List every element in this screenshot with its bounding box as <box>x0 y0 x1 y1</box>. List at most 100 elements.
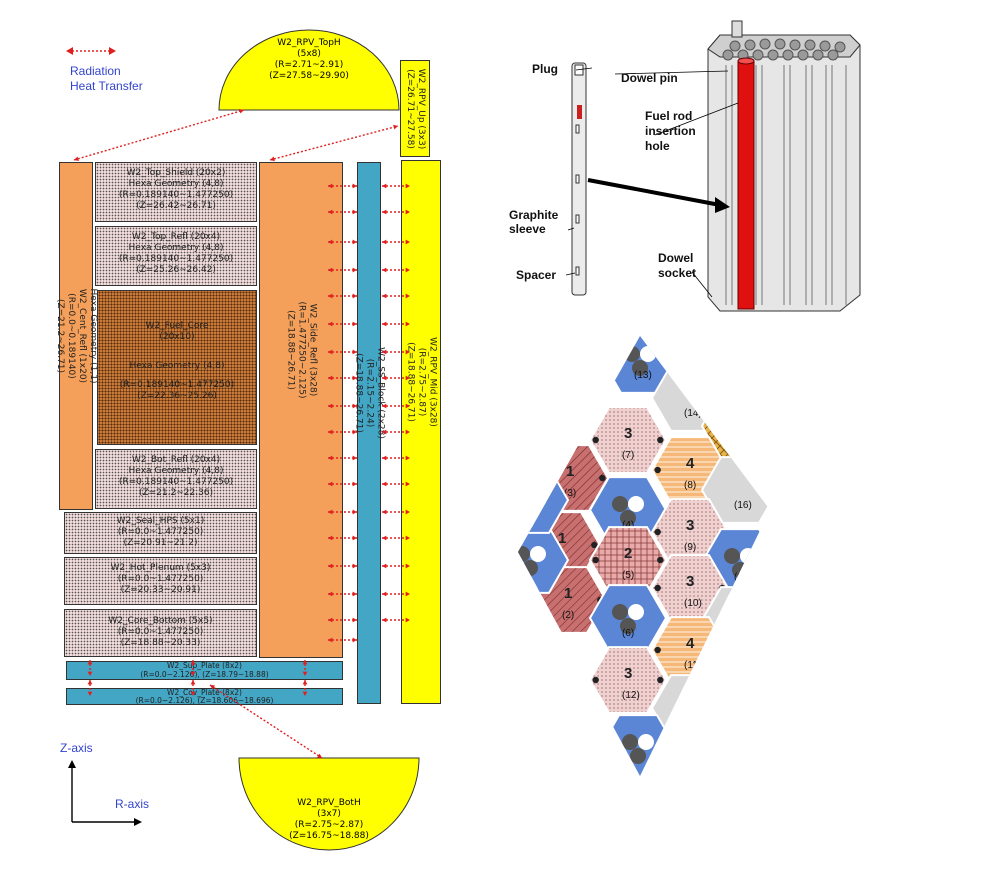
heat-transfer-arrow <box>209 684 323 759</box>
side-refl-block: W2_Side_Refl (3x28)(R=1.477250~2.125)(Z=… <box>259 162 343 658</box>
top-refl-block: W2_Top_Refl (20x4)Hexa Geometry (4,8)(R=… <box>95 226 257 286</box>
control-hole-icon <box>740 668 756 684</box>
dowel-hole-icon <box>719 646 726 654</box>
arrow-head <box>382 267 387 273</box>
control-hole-icon <box>518 546 530 562</box>
arrow-head <box>382 455 387 461</box>
spacer-label: Spacer <box>516 268 557 282</box>
arrow-head <box>352 429 357 435</box>
fuel-core-block: W2_Fuel_Core(20x10)Hexa Geometry (4,8)(R… <box>97 290 257 445</box>
hex-ring-label: 4 <box>686 455 695 472</box>
top-shield-block: W2_Top_Shield (20x2)Hexa Geometry (4,8)(… <box>95 162 257 222</box>
hex-cell-id: (16) <box>734 500 752 511</box>
hex-ring-label: 1 <box>564 585 572 602</box>
arrow-head <box>405 563 410 569</box>
control-hole-icon <box>632 360 648 376</box>
arrow-head <box>190 691 196 696</box>
arrow-head <box>352 349 357 355</box>
arrow-head <box>382 239 387 245</box>
control-hole-icon <box>724 668 740 684</box>
arrow-head <box>382 375 387 381</box>
control-hole-icon <box>530 546 546 562</box>
dowel-hole-icon <box>654 528 661 536</box>
control-hole-icon <box>518 486 530 502</box>
control-hole-icon <box>640 346 656 362</box>
arrow-head <box>352 509 357 515</box>
arrow-head <box>405 429 410 435</box>
control-hole-icon <box>612 496 628 512</box>
fuel-rod-hole-label: insertion <box>645 124 696 138</box>
fuel-rod-hole-label: hole <box>645 139 670 153</box>
arrow-head <box>382 563 387 569</box>
dowel-hole-icon <box>592 676 599 684</box>
arrow-head <box>328 183 333 189</box>
arrow-head <box>328 267 333 273</box>
arrow-head <box>382 349 387 355</box>
arrow-head <box>87 660 93 665</box>
control-hole-icon <box>628 496 644 512</box>
dowel-hole-icon <box>532 596 539 604</box>
control-hole-icon <box>740 548 756 564</box>
arrow-head <box>405 321 410 327</box>
hex-ring-label: 3 <box>686 517 694 534</box>
graphite-sleeve-label: sleeve <box>509 222 546 236</box>
arrow-head <box>328 403 333 409</box>
arrow-head <box>352 239 357 245</box>
arrow-head <box>302 691 308 696</box>
cent-refl-block: Hexa Geometry (1,1)W2_Cent_Refl (1x20)(R… <box>55 162 98 510</box>
arrow-head <box>382 535 387 541</box>
rpv-up-block: W2_RPV_Up (3x3)(Z=26.71~27.58) <box>400 60 430 157</box>
arrow-head <box>352 637 357 643</box>
control-hole-icon <box>628 604 644 620</box>
arrow-head <box>382 591 387 597</box>
arrow-head <box>328 563 333 569</box>
control-hole-icon <box>522 500 538 516</box>
hex-cell-id: (4) <box>622 520 634 531</box>
arrow-head <box>405 375 410 381</box>
arrow-head <box>328 429 333 435</box>
hex-ring-label: 4 <box>686 635 695 652</box>
arrow-head <box>328 509 333 515</box>
arrow-head <box>382 183 387 189</box>
hex-ring-label: 3 <box>624 665 632 682</box>
dowel-hole-icon <box>657 556 664 564</box>
ss-block: W2_SS_Block (2x28)(R=2.15~2.24)(Z=18.88~… <box>354 162 386 704</box>
bot-refl-block: W2_Bot_Refl (20x4)Hexa Geometry (4,8)(R=… <box>95 449 257 509</box>
hex-cell-id: (17) <box>734 572 752 583</box>
dowel-hole-icon <box>654 584 661 592</box>
arrow-head <box>382 617 387 623</box>
arrow-head <box>87 691 93 696</box>
arrow-head <box>382 321 387 327</box>
arrow-head <box>328 239 333 245</box>
arrow-head <box>352 209 357 215</box>
arrow-head <box>382 403 387 409</box>
arrow-head <box>328 209 333 215</box>
dowel-hole-icon <box>657 436 664 444</box>
arrow-head <box>87 671 93 676</box>
arrow-head <box>190 660 196 665</box>
arrow-head <box>87 680 93 685</box>
hex-cell-id: (13) <box>634 370 652 381</box>
arrow-head <box>405 183 410 189</box>
control-hole-icon <box>724 548 740 564</box>
control-hole-icon <box>630 748 646 764</box>
hex-cell <box>588 646 668 714</box>
arrow-head <box>405 455 410 461</box>
hex-cell <box>700 648 770 716</box>
arrow-head <box>328 591 333 597</box>
graphite-sleeve-label: Graphite <box>509 208 559 222</box>
hex-cell-id: (5) <box>622 570 634 581</box>
legend-label: Radiation <box>70 64 121 78</box>
dowel-hole-icon <box>599 474 606 482</box>
hex-cell-id: (15) <box>734 436 752 447</box>
hex-cell-id: (3) <box>564 488 576 499</box>
arrow-head <box>302 680 308 685</box>
legend-label: Heat Transfer <box>70 79 143 93</box>
dowel-hole-icon <box>592 436 599 444</box>
arrow-head <box>352 267 357 273</box>
dowel-hole-icon <box>654 466 661 474</box>
arrow-head <box>405 509 410 515</box>
arrow-head <box>328 535 333 541</box>
hex-cell-id: (12) <box>622 690 640 701</box>
arrow-head <box>74 156 79 162</box>
